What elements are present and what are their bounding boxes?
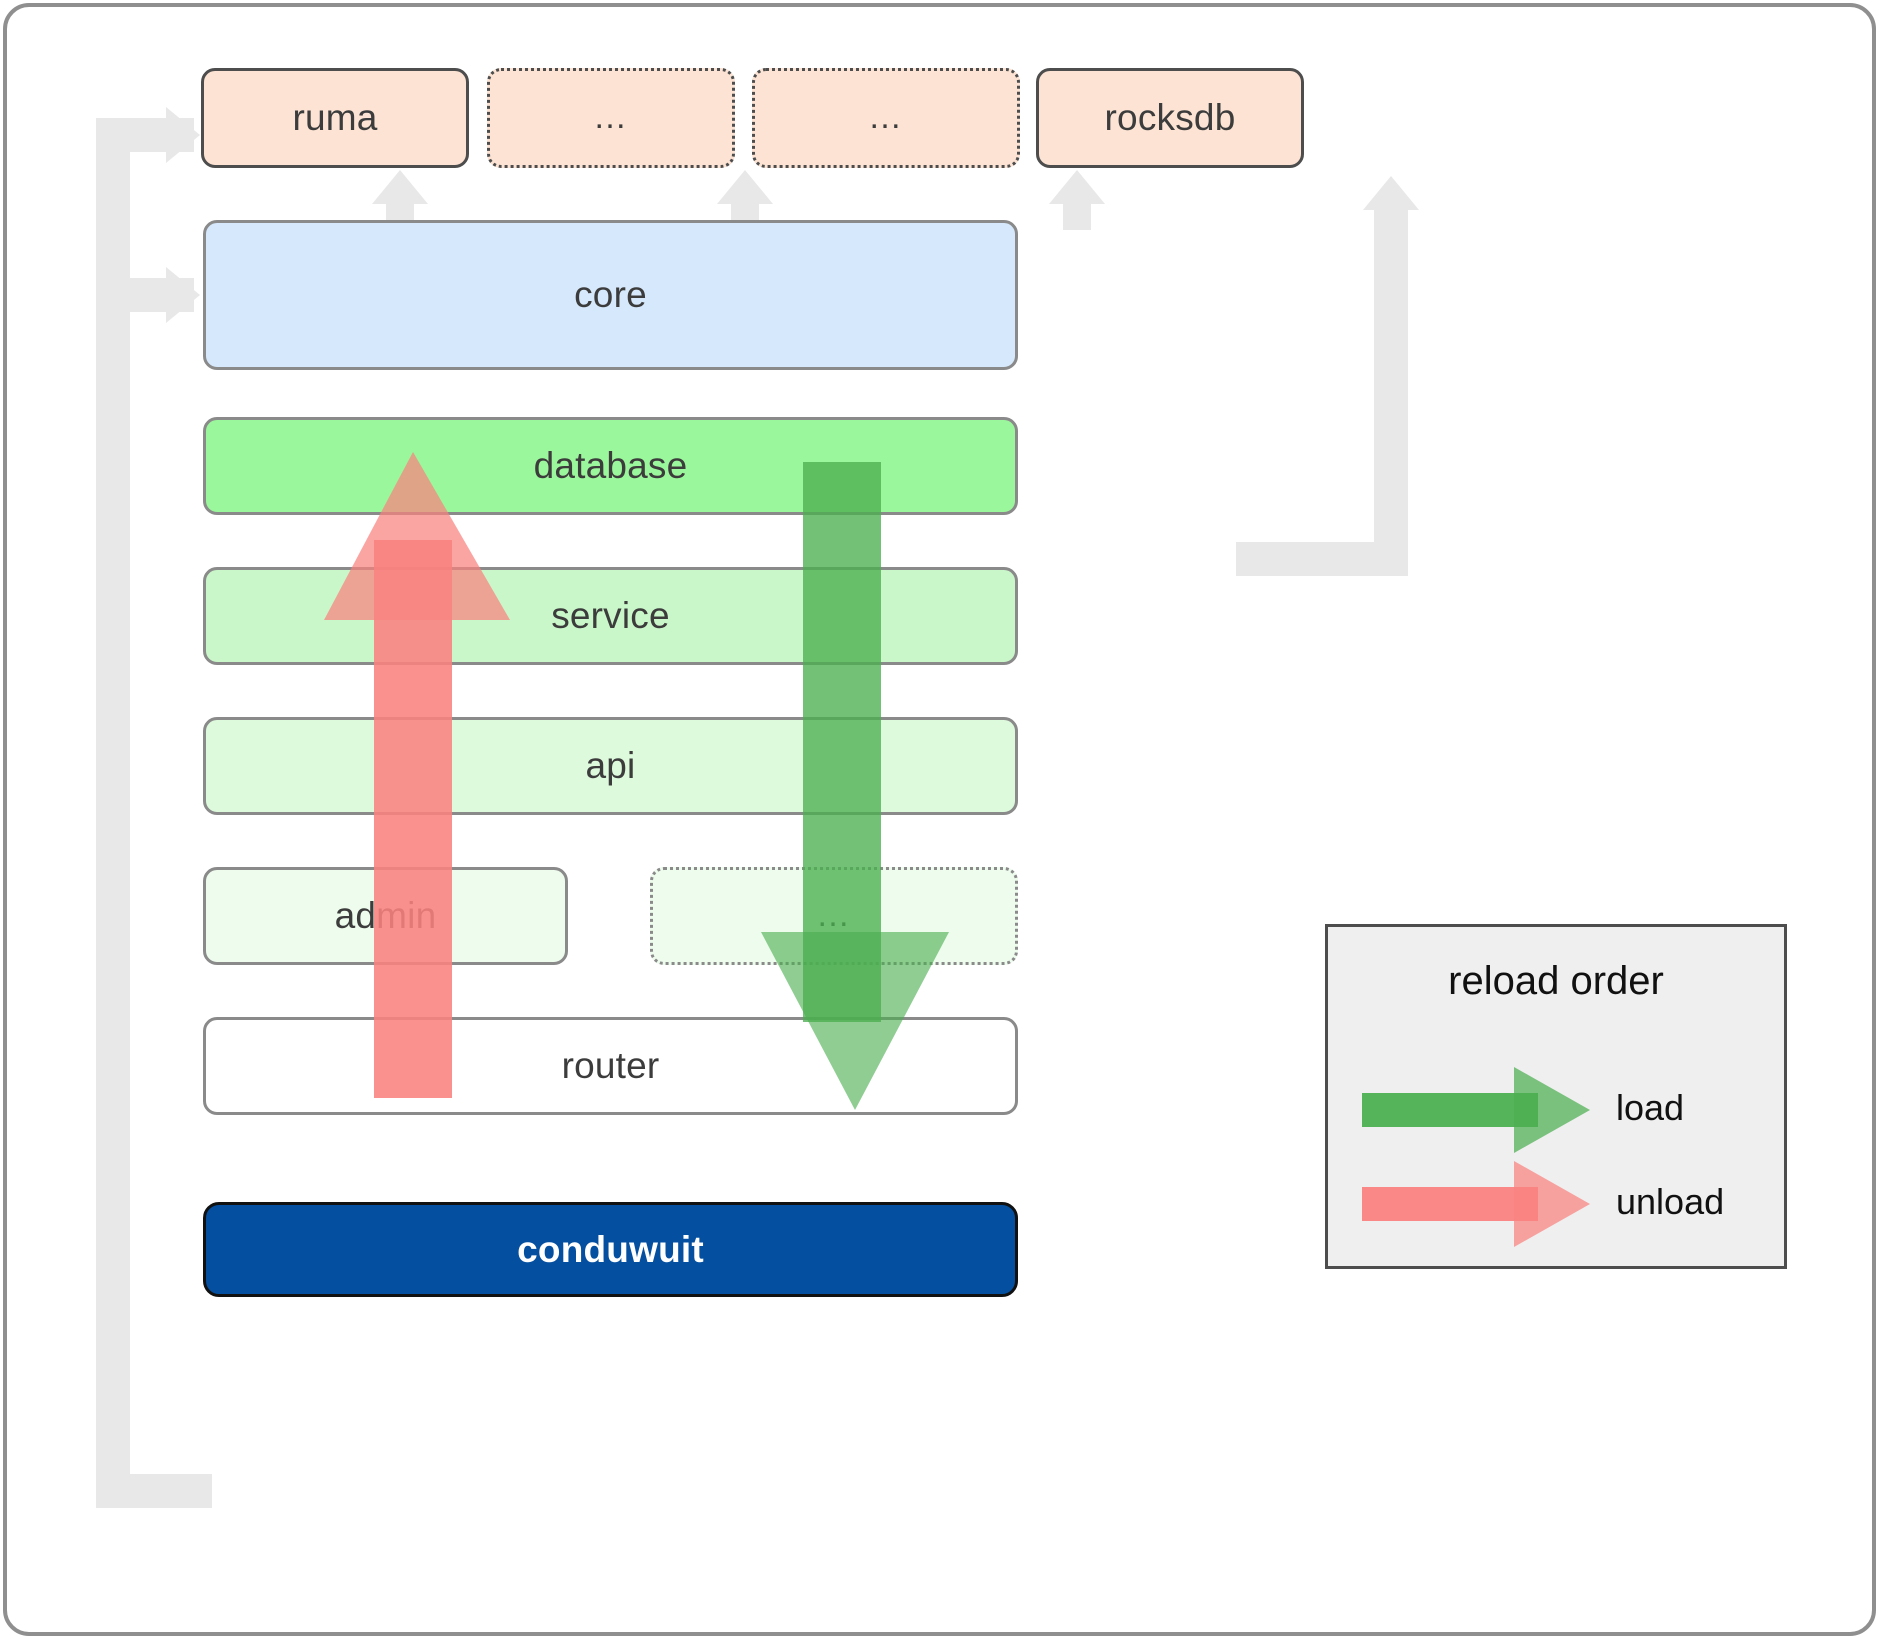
legend-unload-arrow-icon xyxy=(1362,1159,1592,1249)
connector-core-to-ruma-arrowhead xyxy=(372,170,428,204)
dependency-label-more-1: … xyxy=(593,98,629,137)
dependency-label-rocksdb: rocksdb xyxy=(1104,97,1236,138)
legend-panel: reload order load unload xyxy=(1325,924,1787,1269)
connector-to-conduwuit xyxy=(96,1474,212,1508)
load-arrow xyxy=(755,462,955,1112)
connector-db-to-rocksdb-vertical xyxy=(1374,208,1408,576)
layer-box-core[interactable]: core xyxy=(203,220,1018,370)
legend-load-label: load xyxy=(1616,1087,1685,1128)
connector-left-trunk xyxy=(96,118,130,1508)
dependency-label-more-2: … xyxy=(868,98,904,137)
main-binary-box-conduwuit[interactable]: conduwuit xyxy=(203,1202,1018,1297)
unload-arrow xyxy=(318,448,518,1098)
layer-label-database: database xyxy=(533,445,688,486)
legend-title: reload order xyxy=(1448,959,1664,1003)
layer-label-router: router xyxy=(561,1045,660,1086)
connector-core-arrowhead xyxy=(166,267,200,323)
legend-load-arrow-icon xyxy=(1362,1065,1592,1155)
layer-box-database[interactable]: database xyxy=(203,417,1018,515)
connector-core-to-dots2-arrowhead xyxy=(1049,170,1105,204)
layer-label-core: core xyxy=(574,274,647,315)
connector-core-to-dots1-arrowhead xyxy=(717,170,773,204)
connector-db-to-rocksdb-arrowhead xyxy=(1363,176,1419,210)
dependency-box-more-1[interactable]: … xyxy=(487,68,735,168)
layer-box-api[interactable]: api xyxy=(203,717,1018,815)
legend-unload-label: unload xyxy=(1616,1181,1725,1222)
layer-label-api: api xyxy=(585,745,636,786)
connector-ruma-arrowhead xyxy=(166,107,200,163)
dependency-box-more-2[interactable]: … xyxy=(752,68,1020,168)
layer-label-service: service xyxy=(551,595,670,636)
main-binary-label: conduwuit xyxy=(517,1228,704,1270)
dependency-label-ruma: ruma xyxy=(292,97,378,138)
dependency-box-ruma[interactable]: ruma xyxy=(201,68,469,168)
dependency-box-rocksdb[interactable]: rocksdb xyxy=(1036,68,1304,168)
